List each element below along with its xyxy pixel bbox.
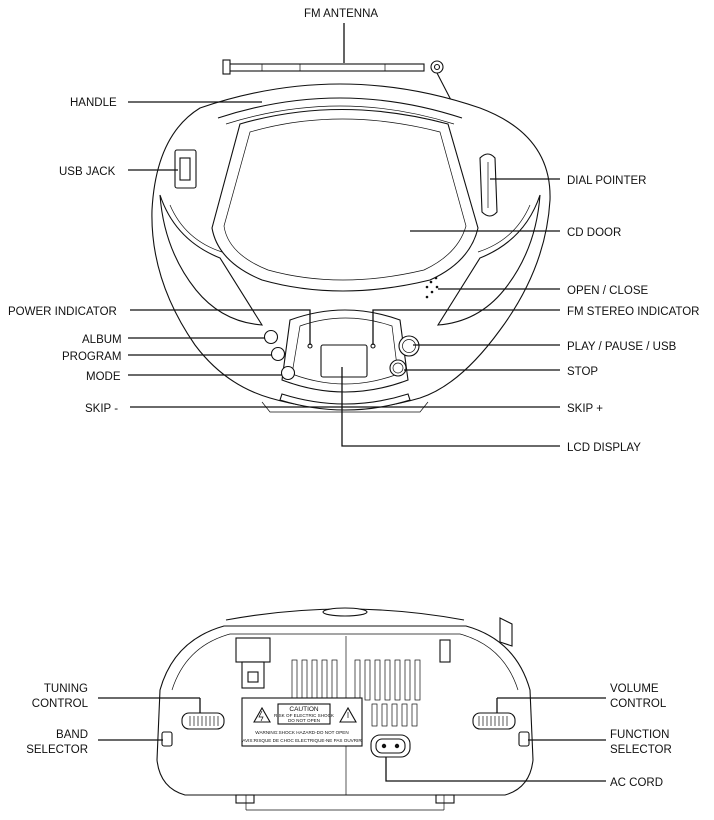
label-lcd-display: LCD DISPLAY [567, 442, 641, 454]
label-program: PROGRAM [62, 351, 121, 363]
label-stop: STOP [567, 366, 598, 378]
label-tuning-control-1: TUNING [44, 683, 88, 695]
label-function-selector-2: SELECTOR [610, 744, 672, 756]
tuning-control-knob[interactable] [181, 712, 225, 730]
label-band-selector-2: SELECTOR [26, 744, 88, 756]
ac-cord-socket[interactable] [370, 734, 411, 758]
album-button[interactable] [263, 329, 279, 345]
caution-line1: RISK OF ELECTRIC SHOCK [274, 713, 335, 718]
caution-warning-fr: AVIS:RISQUE DE CHOC ELECTRIQUE-NE PAS OU… [242, 738, 362, 743]
label-function-selector-1: FUNCTION [610, 729, 669, 741]
caution-line2: DO NOT OPEN [288, 718, 320, 723]
front-view: FM ANTENNA HANDLE USB JACK DIAL POINTER … [8, 8, 699, 454]
label-skip-minus: SKIP - [85, 403, 118, 415]
back-view: CAUTION RISK OF ELECTRIC SHOCK DO NOT OP… [26, 607, 672, 811]
label-fm-antenna: FM ANTENNA [304, 8, 378, 20]
dial-pointer [479, 153, 498, 217]
label-dial-pointer: DIAL POINTER [567, 175, 646, 187]
lcd-display [320, 344, 368, 378]
stop-button[interactable] [389, 359, 407, 377]
cd-door[interactable] [211, 109, 479, 292]
label-album: ALBUM [82, 334, 122, 346]
label-handle: HANDLE [70, 97, 117, 109]
label-mode: MODE [86, 371, 121, 383]
label-band-selector-1: BAND [56, 729, 88, 741]
label-power-indicator: POWER INDICATOR [8, 306, 117, 318]
label-fm-stereo-indicator: FM STEREO INDICATOR [567, 306, 699, 318]
caution-plate: CAUTION RISK OF ELECTRIC SHOCK DO NOT OP… [241, 697, 363, 747]
label-open-close: OPEN / CLOSE [567, 285, 648, 297]
function-selector-switch[interactable] [518, 731, 530, 747]
label-play-pause-usb: PLAY / PAUSE / USB [567, 341, 677, 353]
caution-warning-en: WARNING:SHOCK HAZARD-DO NOT OPEN [255, 730, 348, 735]
play-pause-usb-button[interactable] [398, 335, 420, 357]
right-speaker-panel [436, 194, 541, 326]
usb-jack[interactable] [174, 149, 197, 189]
antenna-mount [235, 637, 451, 689]
label-ac-cord: AC CORD [610, 777, 663, 789]
program-button[interactable] [270, 346, 286, 362]
caution-title: CAUTION [289, 706, 319, 713]
volume-control-knob[interactable] [472, 712, 516, 730]
label-skip-plus: SKIP + [567, 403, 603, 415]
band-selector-switch[interactable] [161, 731, 173, 747]
label-volume-control-2: CONTROL [610, 698, 667, 710]
label-volume-control-1: VOLUME [610, 683, 659, 695]
open-close-button[interactable] [425, 276, 439, 299]
fm-antenna [222, 59, 453, 103]
label-tuning-control-2: CONTROL [32, 698, 89, 710]
label-cd-door: CD DOOR [567, 227, 621, 239]
left-speaker-panel [159, 194, 264, 326]
mode-button[interactable] [280, 365, 296, 381]
label-usb-jack: USB JACK [59, 166, 116, 178]
